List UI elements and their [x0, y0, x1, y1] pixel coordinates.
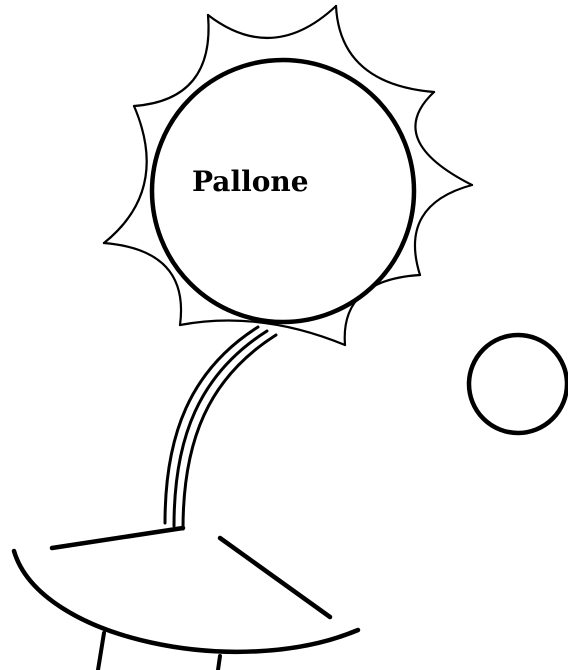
balloon-neck: [165, 327, 276, 529]
small-circle: [469, 335, 567, 433]
balloon-label: Pallone: [192, 165, 309, 198]
gondola: [14, 528, 358, 652]
